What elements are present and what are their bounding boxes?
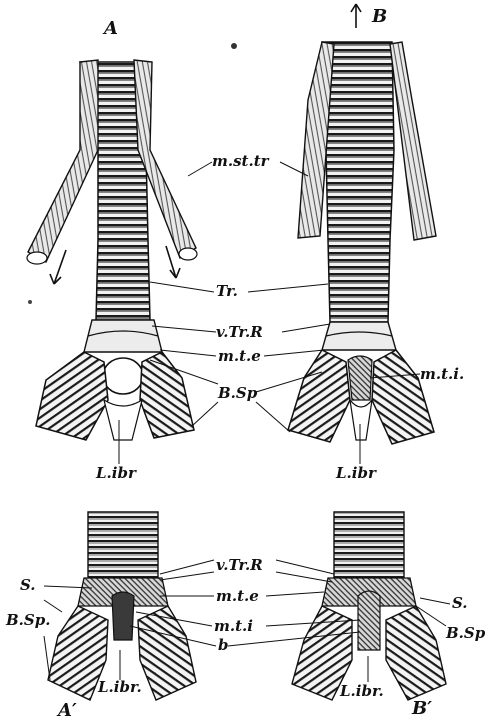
label-m-t-e: m.t.e	[218, 349, 261, 364]
arrow-b-up	[351, 4, 361, 28]
label-b-sp: B.Sp	[218, 386, 257, 401]
bronchus-a-right	[140, 352, 194, 438]
label-b: b	[218, 638, 229, 653]
label-tr: Tr.	[216, 284, 238, 299]
figure-b	[288, 4, 436, 444]
trachea-a-prime	[88, 512, 158, 578]
membrane-b-prime	[358, 591, 380, 650]
sternotracheal-muscle-b-right	[390, 42, 436, 240]
label-l-ibr-a: L.ibr	[96, 466, 136, 481]
label-b-sp-lower-left: B.Sp.	[6, 613, 50, 628]
label-l-ibr-b-prime: L.ibr.	[340, 684, 384, 699]
label-s-lower-right: S.	[452, 596, 468, 611]
bronchus-a-prime-right	[138, 606, 196, 700]
label-m-t-i-lower: m.t.i	[214, 619, 253, 634]
label-l-ibr-a-prime: L.ibr.	[98, 680, 142, 695]
label-b-sp-lower-right: B.Sp	[446, 626, 485, 641]
figure-a	[27, 60, 197, 440]
tympanic-membrane-a	[103, 358, 143, 394]
label-m-t-i: m.t.i.	[420, 367, 464, 382]
panel-label-b: B	[372, 8, 387, 26]
label-l-ibr-b: L.ibr	[336, 466, 376, 481]
figure-a-prime	[48, 512, 196, 700]
sternotracheal-muscle-a-left	[28, 60, 98, 262]
panel-label-a-prime: A′	[58, 702, 77, 720]
bronchus-a-left	[36, 352, 108, 440]
trachea-b	[322, 42, 394, 322]
label-v-tr-r: v.Tr.R	[216, 325, 263, 340]
membrane-a-prime	[112, 592, 134, 640]
panel-label-a: A	[104, 20, 118, 38]
trachea-b-prime	[334, 512, 404, 578]
syrinx-a	[84, 320, 162, 352]
label-v-tr-r-lower: v.Tr.R	[216, 558, 263, 573]
label-m-st-tr: m.st.tr	[212, 154, 269, 169]
label-m-t-e-lower: m.t.e	[216, 589, 259, 604]
label-s-lower-left: S.	[20, 578, 36, 593]
bronchus-b-left	[288, 350, 350, 442]
syrinx-b	[322, 322, 396, 350]
panel-label-b-prime: B′	[412, 700, 432, 718]
arrow-a-left	[50, 250, 66, 284]
figure-b-prime	[292, 512, 446, 700]
internal-membrane-b	[348, 356, 372, 400]
